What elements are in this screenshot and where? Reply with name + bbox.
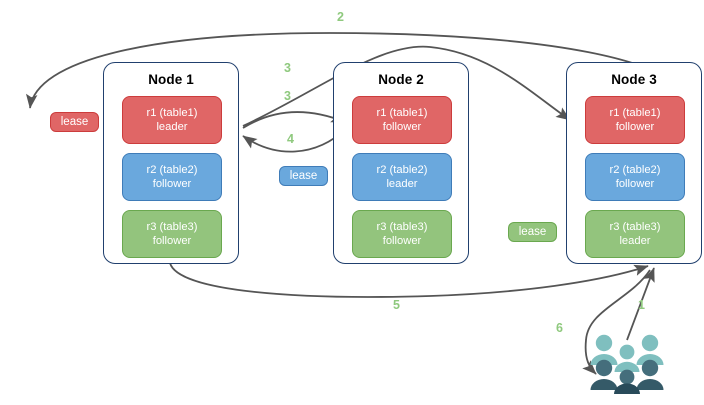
- step-label-6: 6: [556, 321, 563, 335]
- node-container-3[interactable]: Node 3 r1 (table1) follower r2 (table2) …: [566, 62, 702, 264]
- lease-chip-red[interactable]: lease: [50, 112, 99, 132]
- replica-node1-r2[interactable]: r2 (table2) follower: [122, 153, 222, 201]
- step-label-1: 1: [638, 298, 645, 312]
- replica-node1-r3[interactable]: r3 (table3) follower: [122, 210, 222, 258]
- replica-role: follower: [152, 178, 192, 190]
- replica-name: r1 (table1): [609, 107, 661, 119]
- arrow-step-3-upper: [242, 45, 571, 127]
- users-group-icon: [590, 334, 664, 394]
- replica-role: leader: [156, 121, 188, 133]
- replica-name: r3 (table3): [376, 221, 428, 233]
- arrow-step-5: [169, 262, 649, 298]
- replica-name: r1 (table1): [376, 107, 428, 119]
- replica-node2-r2[interactable]: r2 (table2) leader: [352, 153, 452, 201]
- node-title-2: Node 2: [378, 72, 424, 87]
- lease-chip-green[interactable]: lease: [508, 222, 557, 242]
- arrow-step-6: [582, 269, 651, 375]
- replica-role: follower: [615, 178, 655, 190]
- replica-node3-r2[interactable]: r2 (table2) follower: [585, 153, 685, 201]
- replica-role: leader: [386, 178, 418, 190]
- step-label-5: 5: [393, 298, 400, 312]
- replica-node3-r3[interactable]: r3 (table3) leader: [585, 210, 685, 258]
- step-label-3-lower: 3: [284, 89, 291, 103]
- replica-role: follower: [615, 121, 655, 133]
- node-container-2[interactable]: Node 2 r1 (table1) follower r2 (table2) …: [333, 62, 469, 264]
- replica-role: follower: [382, 235, 422, 247]
- arrow-step-3-lower: [242, 111, 346, 129]
- replica-node1-r1[interactable]: r1 (table1) leader: [122, 96, 222, 144]
- replica-name: r2 (table2): [609, 164, 661, 176]
- replica-name: r3 (table3): [609, 221, 661, 233]
- replica-name: r1 (table1): [146, 107, 198, 119]
- replica-node2-r3[interactable]: r3 (table3) follower: [352, 210, 452, 258]
- step-label-3-upper: 3: [284, 61, 291, 75]
- node-title-3: Node 3: [611, 72, 657, 87]
- replica-name: r2 (table2): [376, 164, 428, 176]
- step-label-4: 4: [287, 132, 294, 146]
- replica-role: leader: [619, 235, 651, 247]
- replica-node3-r1[interactable]: r1 (table1) follower: [585, 96, 685, 144]
- node-title-1: Node 1: [148, 72, 194, 87]
- step-label-2: 2: [337, 10, 344, 24]
- arrow-step-4: [242, 127, 348, 153]
- replica-role: follower: [382, 121, 422, 133]
- replica-node2-r1[interactable]: r1 (table1) follower: [352, 96, 452, 144]
- replica-name: r2 (table2): [146, 164, 198, 176]
- arrow-step-1: [626, 267, 655, 341]
- replica-name: r3 (table3): [146, 221, 198, 233]
- lease-chip-blue[interactable]: lease: [279, 166, 328, 186]
- node-container-1[interactable]: Node 1 r1 (table1) leader r2 (table2) fo…: [103, 62, 239, 264]
- replica-role: follower: [152, 235, 192, 247]
